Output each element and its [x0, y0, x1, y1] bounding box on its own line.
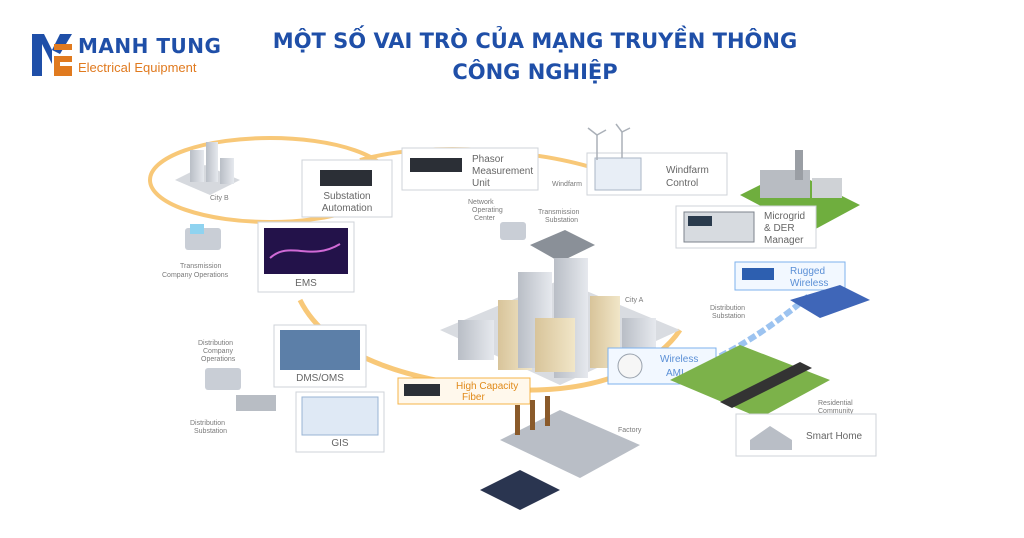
transmission-substation [530, 230, 595, 262]
page-title: MỘT SỐ VAI TRÒ CỦA MẠNG TRUYỀN THÔNG CÔN… [230, 26, 840, 88]
svg-text:Center: Center [474, 215, 496, 222]
title-line-2: CÔNG NGHIỆP [452, 60, 618, 84]
residential-community: Residential Community [670, 345, 854, 418]
logo: MANH TUNG Electrical Equipment [30, 30, 230, 80]
svg-text:EMS: EMS [295, 278, 317, 289]
svg-text:Factory: Factory [618, 427, 642, 434]
svg-text:Smart Home: Smart Home [806, 431, 863, 442]
svg-text:Fiber: Fiber [462, 392, 485, 403]
svg-text:Community: Community [818, 408, 854, 415]
svg-text:Windfarm: Windfarm [666, 165, 709, 176]
card-windfarm: Windfarm Control [586, 152, 728, 196]
noc-building [500, 222, 526, 240]
svg-text:Distribution: Distribution [190, 420, 225, 427]
card-ems: EMS [257, 221, 355, 293]
svg-text:AMI: AMI [666, 368, 684, 379]
svg-text:GIS: GIS [331, 438, 349, 449]
card-microgrid: Microgrid & DER Manager [675, 205, 817, 249]
card-rugged-wireless: Rugged Wireless [734, 261, 846, 291]
city-b: City B [175, 142, 240, 202]
factory: Factory [480, 396, 642, 510]
svg-text:Measurement: Measurement [472, 166, 533, 177]
svg-text:Substation: Substation [323, 191, 370, 202]
brand-tagline: Electrical Equipment [78, 60, 197, 75]
card-phasor: Phasor Measurement Unit [401, 147, 539, 191]
svg-text:Operating: Operating [472, 207, 503, 214]
svg-text:Wireless: Wireless [660, 354, 698, 365]
logo-mark-icon [32, 34, 72, 76]
svg-text:Residential: Residential [818, 400, 853, 407]
card-high-capacity-fiber: High Capacity Fiber [397, 377, 531, 405]
svg-text:DMS/OMS: DMS/OMS [296, 373, 344, 384]
wind-turbines [587, 123, 631, 160]
city-a: City A [440, 258, 680, 385]
svg-text:Distribution: Distribution [198, 340, 233, 347]
svg-text:Microgrid: Microgrid [764, 211, 805, 222]
label-transmission-2: Company Operations [162, 272, 229, 279]
svg-text:High Capacity: High Capacity [456, 381, 518, 392]
svg-text:Network: Network [468, 199, 494, 206]
label-city-a: City A [625, 297, 644, 304]
label-windfarm: Windfarm [552, 181, 582, 188]
svg-text:Automation: Automation [322, 203, 373, 214]
card-smart-home: Smart Home [735, 413, 877, 457]
label-city-b: City B [210, 195, 229, 202]
svg-text:Transmission: Transmission [538, 209, 579, 216]
card-substation-automation: Substation Automation [301, 159, 393, 218]
svg-text:Unit: Unit [472, 178, 490, 189]
power-plant [740, 150, 860, 232]
label-transmission-1: Transmission [180, 263, 221, 270]
svg-text:Manager: Manager [764, 235, 804, 246]
svg-text:Operations: Operations [201, 356, 236, 363]
svg-text:Substation: Substation [712, 313, 745, 320]
distribution-substation-left [236, 395, 276, 411]
brand-name: MANH TUNG [78, 34, 222, 58]
svg-text:Wireless: Wireless [790, 278, 828, 289]
svg-text:Substation: Substation [545, 217, 578, 224]
svg-text:Substation: Substation [194, 428, 227, 435]
svg-text:Rugged: Rugged [790, 266, 825, 277]
card-dms-oms: DMS/OMS [273, 324, 367, 388]
svg-text:Control: Control [666, 178, 698, 189]
card-gis: GIS [295, 391, 385, 453]
distribution-ops-building [205, 368, 241, 390]
title-line-1: MỘT SỐ VAI TRÒ CỦA MẠNG TRUYỀN THÔNG [272, 29, 798, 53]
svg-text:Phasor: Phasor [472, 154, 504, 165]
svg-text:& DER: & DER [764, 223, 795, 234]
svg-text:Distribution: Distribution [710, 305, 745, 312]
transmission-ops: Transmission Company Operations [162, 224, 229, 279]
solar-panels [790, 285, 870, 318]
svg-text:Company: Company [203, 348, 233, 355]
